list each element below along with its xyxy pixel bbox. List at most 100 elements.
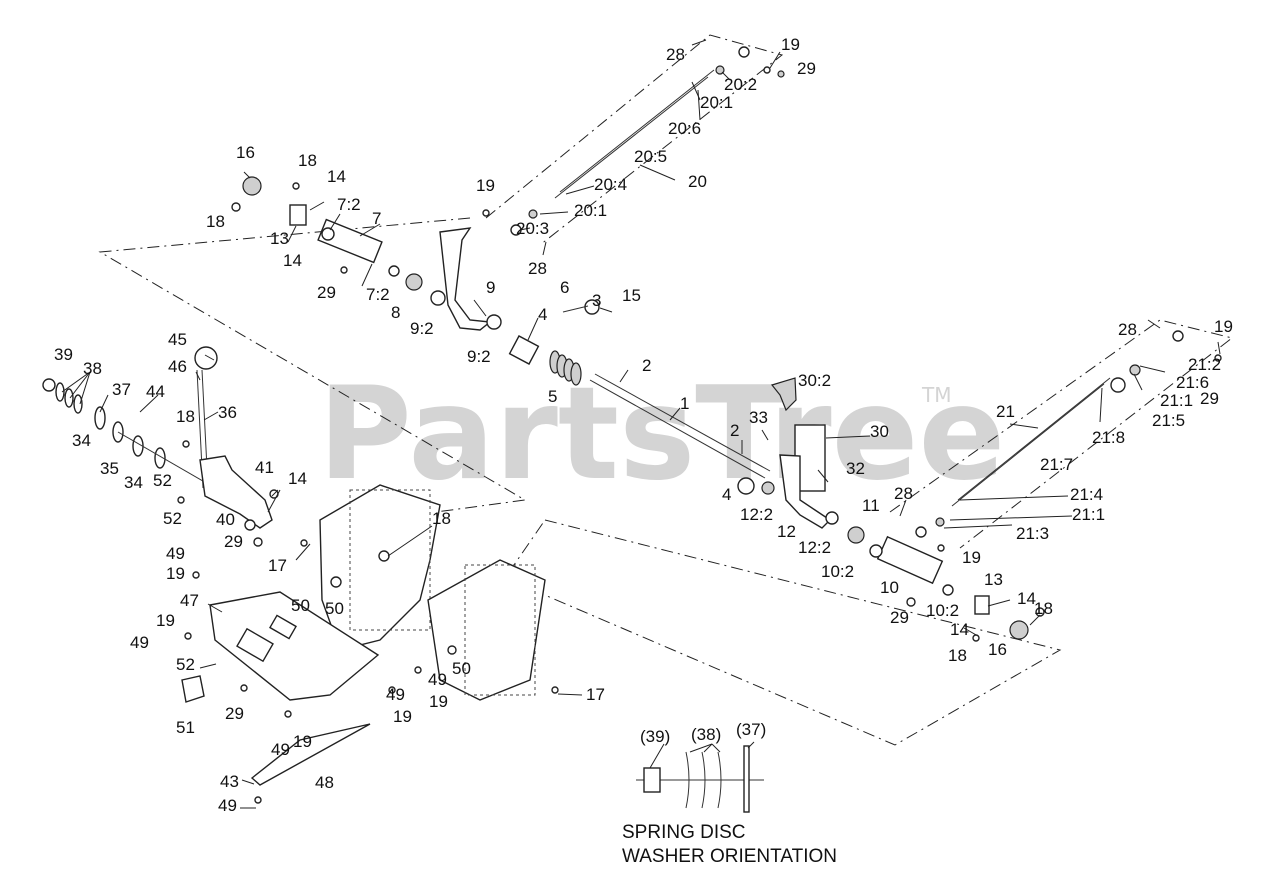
callout-label: 35 — [100, 459, 119, 478]
callout-label: 29 — [224, 532, 243, 551]
callout-label: 3 — [592, 291, 601, 310]
callout-label: 21:4 — [1070, 485, 1103, 504]
inset-caption-line2: WASHER ORIENTATION — [622, 846, 837, 867]
callout-label: 13 — [270, 229, 289, 248]
mounting-plate — [181, 571, 422, 804]
callout-label: 29 — [1200, 389, 1219, 408]
inset-ref-39: (39) — [640, 727, 670, 746]
callout-label: 14 — [1017, 589, 1036, 608]
callout-label: 49 — [271, 740, 290, 759]
callout-label: 51 — [176, 718, 195, 737]
callout-label: 21:1 — [1160, 391, 1193, 410]
leader-lines — [61, 39, 1221, 809]
callout-label: 4 — [538, 305, 547, 324]
callout-label: 38 — [83, 359, 102, 378]
callout-label: 19 — [166, 564, 185, 583]
callout-label: 18 — [298, 151, 317, 170]
right-bracket — [770, 377, 1045, 642]
callout-label: 47 — [180, 591, 199, 610]
callout-label: 48 — [315, 773, 334, 792]
callout-label: 13 — [984, 570, 1003, 589]
callout-label: 21:8 — [1092, 428, 1125, 447]
upper-left-bracket — [231, 176, 502, 331]
callout-label: 19 — [393, 707, 412, 726]
callout-label: 20:1 — [700, 93, 733, 112]
callout-label: 18 — [432, 509, 451, 528]
callout-label: 36 — [218, 403, 237, 422]
callout-label: 34 — [72, 431, 91, 450]
callout-label: 19 — [962, 548, 981, 567]
callout-label: 18 — [1034, 599, 1053, 618]
callout-label: 21 — [996, 402, 1015, 421]
callout-label: 14 — [327, 167, 346, 186]
callout-labels: 28192920:220:120:620:52020:420:120:32819… — [54, 35, 1233, 815]
cross-shaft — [508, 299, 775, 495]
callout-label: 12 — [777, 522, 796, 541]
callout-label: 1 — [680, 394, 689, 413]
inset-caption-line1: SPRING DISC — [622, 822, 746, 843]
callout-label: 52 — [153, 471, 172, 490]
callout-label: 10:2 — [821, 562, 854, 581]
inset-ref-38: (38) — [691, 725, 721, 744]
callout-label: 6 — [560, 278, 569, 297]
callout-label: 28 — [528, 259, 547, 278]
callout-label: 29 — [317, 283, 336, 302]
callout-label: 19 — [1214, 317, 1233, 336]
callout-label: 21:2 — [1188, 355, 1221, 374]
callout-label: 50 — [452, 659, 471, 678]
callout-label: 20:3 — [516, 219, 549, 238]
control-lever — [42, 346, 308, 547]
callout-label: 49 — [166, 544, 185, 563]
callout-label: 49 — [218, 796, 237, 815]
callout-label: 19 — [476, 176, 495, 195]
callout-label: 10 — [880, 578, 899, 597]
callout-label: 8 — [391, 303, 400, 322]
callout-label: 14 — [950, 620, 969, 639]
callout-label: 19 — [156, 611, 175, 630]
callout-label: 49 — [428, 670, 447, 689]
callout-label: 5 — [548, 387, 557, 406]
callout-label: 16 — [988, 640, 1007, 659]
callout-label: 18 — [206, 212, 225, 231]
callout-label: 30 — [870, 422, 889, 441]
callout-label: 21:3 — [1016, 524, 1049, 543]
callout-label: 41 — [255, 458, 274, 477]
callout-label: 49 — [130, 633, 149, 652]
callout-label: 12:2 — [798, 538, 831, 557]
callout-label: 17 — [586, 685, 605, 704]
callout-label: 45 — [168, 330, 187, 349]
watermark-trademark: TM — [921, 383, 951, 407]
callout-label: 9:2 — [467, 347, 491, 366]
callout-label: 21:6 — [1176, 373, 1209, 392]
callout-label: 19 — [781, 35, 800, 54]
callout-label: 12:2 — [740, 505, 773, 524]
callout-label: 7 — [372, 209, 381, 228]
callout-label: 20 — [688, 172, 707, 191]
callout-label: 52 — [163, 509, 182, 528]
callout-label: 14 — [288, 469, 307, 488]
callout-label: 39 — [54, 345, 73, 364]
link-rod-21 — [915, 330, 1222, 552]
callout-label: 29 — [890, 608, 909, 627]
callout-label: 19 — [293, 732, 312, 751]
link-rod-20 — [482, 46, 785, 236]
callout-label: 46 — [168, 357, 187, 376]
callout-label: 18 — [948, 646, 967, 665]
callout-label: 37 — [112, 380, 131, 399]
callout-label: 28 — [894, 484, 913, 503]
callout-label: 2 — [730, 421, 739, 440]
callout-label: 21:7 — [1040, 455, 1073, 474]
callout-label: 50 — [291, 596, 310, 615]
callout-label: 28 — [1118, 320, 1137, 339]
callout-label: 14 — [283, 251, 302, 270]
inset-ref-37: (37) — [736, 720, 766, 739]
callout-label: 33 — [749, 408, 768, 427]
callout-label: 20:5 — [634, 147, 667, 166]
callout-label: 10:2 — [926, 601, 959, 620]
callout-label: 9:2 — [410, 319, 434, 338]
callout-label: 20:2 — [724, 75, 757, 94]
callout-label: 4 — [722, 485, 731, 504]
callout-label: 20:1 — [574, 201, 607, 220]
